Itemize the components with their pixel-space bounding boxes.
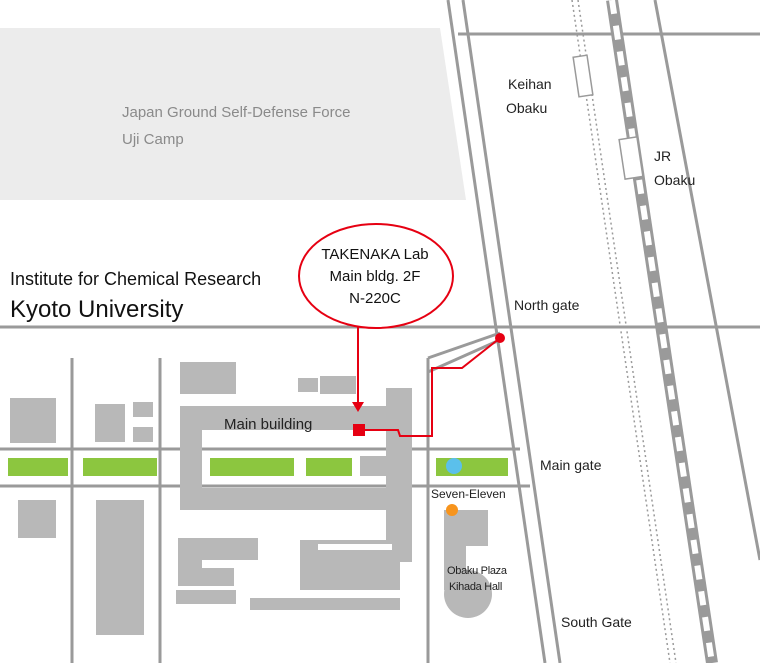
road-arterial-left <box>446 0 547 663</box>
lab-floor: Main bldg. 2F <box>329 268 421 285</box>
jr-railway <box>606 0 718 663</box>
gsdf-label-line2: Uji Camp <box>122 131 184 148</box>
south-gate-label: South Gate <box>561 614 632 630</box>
keihan-railway <box>571 0 677 663</box>
blue-dot-icon <box>446 458 462 474</box>
north-gate-label: North gate <box>514 297 580 313</box>
road-arterial-right <box>461 0 562 663</box>
red-dot-icon <box>495 333 505 343</box>
gsdf-camp-area <box>0 28 466 200</box>
orange-dot-icon <box>446 504 458 516</box>
keihan-station-icon <box>572 54 594 98</box>
plaza-label-line1: Obaku Plaza <box>447 565 507 577</box>
route-line <box>360 337 501 437</box>
plaza-label-line2: Kihada Hall <box>449 581 502 593</box>
lab-room: N-220C <box>349 290 401 307</box>
keihan-label-line2: Obaku <box>506 100 548 116</box>
jr-label-line2: Obaku <box>654 172 696 188</box>
jr-station-icon <box>618 136 644 180</box>
road-north-diagonal-a <box>427 331 501 360</box>
lab-name: TAKENAKA Lab <box>321 246 429 263</box>
seven-eleven-label: Seven-Eleven <box>431 487 506 501</box>
jr-label-line1: JR <box>654 148 672 164</box>
main-building-label: Main building <box>224 416 313 433</box>
main-gate-label: Main gate <box>540 457 602 473</box>
road-right <box>653 0 760 561</box>
buildings <box>10 362 492 635</box>
gsdf-label-line1: Japan Ground Self-Defense Force <box>122 104 351 121</box>
green-strips <box>8 458 508 476</box>
lab-callout-bubble <box>298 223 454 329</box>
red-square-icon <box>353 424 365 436</box>
lab-info: TAKENAKA Lab Main bldg. 2F N-220C <box>300 244 450 310</box>
callout-arrowhead <box>352 402 364 412</box>
university-label: Kyoto University <box>10 296 184 323</box>
institute-label: Institute for Chemical Research <box>10 269 262 289</box>
road-north-diagonal-b <box>427 337 503 374</box>
keihan-label-line1: Keihan <box>508 76 552 92</box>
